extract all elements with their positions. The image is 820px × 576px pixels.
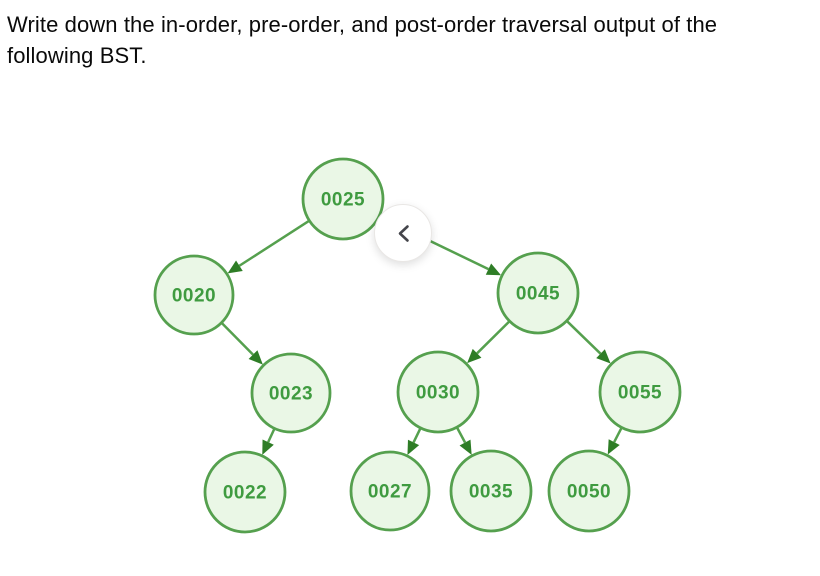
arrowhead-0030-0035	[459, 439, 472, 455]
arrowhead-0025-0020	[227, 260, 243, 274]
arrowhead-0023-0022	[262, 439, 274, 455]
edge-0030-0035	[456, 427, 467, 444]
node-label: 0045	[516, 284, 560, 305]
arrowhead-0045-0055	[596, 349, 611, 364]
node-circle	[449, 449, 533, 533]
node-label: 0050	[567, 482, 611, 503]
node-label: 0055	[618, 383, 662, 404]
tree-node-0030: 0030	[396, 350, 480, 434]
tree-node-0020: 0020	[153, 254, 235, 336]
tree-node-0035: 0035	[449, 449, 533, 533]
node-circle	[496, 251, 580, 335]
node-circle	[203, 450, 287, 534]
node-circle	[301, 157, 385, 241]
chevron-left-icon	[398, 224, 409, 242]
collapse-button[interactable]	[374, 204, 432, 262]
node-circle	[153, 254, 235, 336]
node-label: 0027	[368, 482, 412, 503]
edge-0045-0055	[566, 320, 602, 355]
tree-node-0022: 0022	[203, 450, 287, 534]
node-label: 0022	[223, 483, 267, 504]
question-line-1: Write down the in-order, pre-order, and …	[7, 12, 718, 37]
edge-0025-0020	[238, 220, 310, 267]
node-circle	[396, 350, 480, 434]
node-label: 0025	[321, 190, 365, 211]
edge-0020-0023	[221, 322, 254, 356]
node-circle	[250, 352, 332, 434]
tree-node-0045: 0045	[496, 251, 580, 335]
tree-node-0025: 0025	[301, 157, 385, 241]
edge-0045-0030	[476, 320, 510, 355]
question-text: Write down the in-order, pre-order, and …	[7, 9, 807, 71]
arrowhead-0045-0030	[467, 348, 482, 364]
node-label: 0035	[469, 482, 513, 503]
tree-node-0027: 0027	[349, 450, 431, 532]
node-circle	[349, 450, 431, 532]
node-label: 0020	[172, 286, 216, 307]
node-label: 0030	[416, 383, 460, 404]
tree-node-0050: 0050	[547, 449, 631, 533]
arrowhead-0055-0050	[607, 439, 620, 455]
edge-0030-0027	[412, 428, 422, 443]
question-line-2: following BST.	[7, 43, 147, 68]
tree-node-0023: 0023	[250, 352, 332, 434]
arrowhead-0030-0027	[407, 439, 420, 456]
arrowhead-0025-0045	[485, 263, 502, 276]
edge-0055-0050	[613, 427, 623, 443]
tree-node-0055: 0055	[598, 350, 682, 434]
node-circle	[598, 350, 682, 434]
edge-0023-0022	[267, 428, 276, 443]
node-label: 0023	[269, 384, 313, 405]
arrowhead-0020-0023	[248, 350, 263, 365]
node-circle	[547, 449, 631, 533]
